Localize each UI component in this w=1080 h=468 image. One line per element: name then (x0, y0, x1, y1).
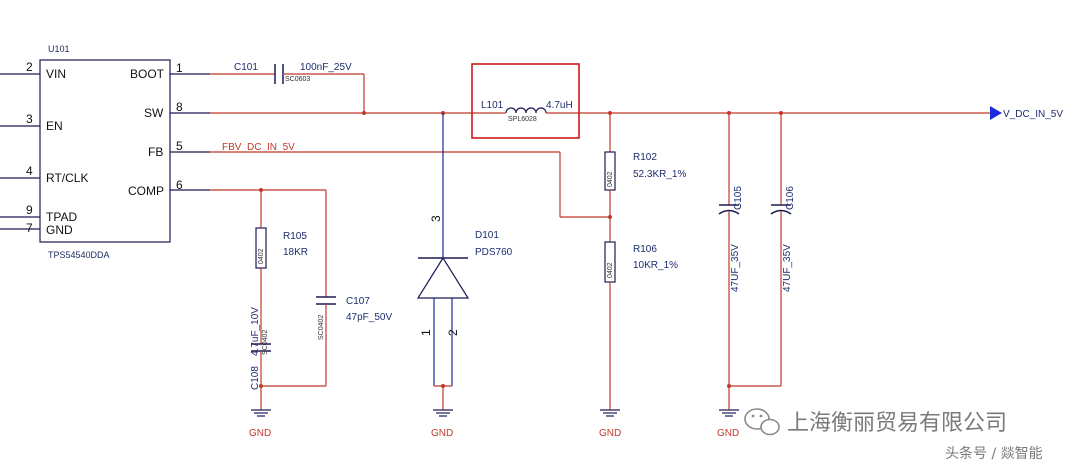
ground-symbol-diode: GND (431, 409, 453, 439)
output-caps-return (727, 384, 781, 410)
c101-value: 100nF_25V (300, 62, 352, 73)
r102-resistor: 0402 R102 52.3KR_1% (604, 113, 686, 242)
highlight-box (471, 63, 580, 139)
fb-net-label: FBV_DC_IN_5V (222, 142, 295, 153)
sw-net (210, 111, 500, 115)
pin-name-gnd: GND (46, 223, 73, 237)
watermark-source: 头条号 / 燚智能 (945, 445, 1043, 462)
r105-value: 18KR (283, 247, 308, 258)
pin-num-gnd: 7 (26, 221, 33, 235)
r106-resistor: 0402 R106 10KR_1% (604, 241, 678, 410)
c101-package: SC0603 (285, 76, 310, 83)
l101-package: SPL6028 (508, 116, 537, 123)
c105-ref: C105 (733, 186, 744, 210)
c108-value: 4.7uF_10V (250, 307, 261, 356)
r106-ref: R106 (633, 244, 657, 255)
pin-name-sw: SW (144, 106, 164, 120)
r106-value: 10KR_1% (633, 260, 678, 271)
c106-capacitor: C106 47UF_35V (770, 113, 796, 386)
r106-package: 0402 (607, 262, 614, 278)
l101-value: 4.7uH (546, 100, 573, 111)
gnd-label: GND (599, 428, 621, 439)
r105-ref: R105 (283, 231, 307, 242)
d101-pin3: 3 (429, 215, 443, 222)
c107-value: 47pF_50V (346, 312, 392, 323)
ic-ref: U101 (48, 44, 70, 54)
output-port-icon (990, 106, 1002, 120)
comp-network: 0402 R105 18KR SC0402 4.7uF_10V C108 SC0… (210, 188, 392, 410)
pin-num-boot: 1 (176, 61, 183, 75)
pin-num-en: 3 (26, 112, 33, 126)
pin-num-vin: 2 (26, 60, 33, 74)
watermark-company: 上海衡丽贸易有限公司 (787, 411, 1007, 436)
c101-ref: C101 (234, 62, 258, 73)
ic-body (39, 59, 171, 243)
d101-diode: D101 PDS760 3 1 2 (416, 113, 513, 410)
gnd-label: GND (431, 428, 453, 439)
l101-inductor: L101 4.7uH SPL6028 (471, 63, 1000, 139)
gnd-label: GND (249, 428, 271, 439)
c106-value: 47UF_35V (782, 244, 793, 292)
ic-u101: U101 TPS54540DDA 2 VIN 3 EN 4 RT/CLK 9 T… (0, 44, 210, 260)
r102-package: 0402 (607, 171, 614, 187)
pin-name-fb: FB (148, 145, 163, 159)
pin-name-comp: COMP (128, 184, 164, 198)
c105-value: 47UF_35V (730, 244, 741, 292)
c108-package: SC0402 (262, 330, 269, 355)
pin-num-rtclk: 4 (26, 164, 33, 178)
c101-net: C101 100nF_25V SC0603 (210, 62, 365, 113)
wechat-icon (744, 408, 780, 436)
ic-part: TPS54540DDA (48, 250, 110, 260)
pin-name-en: EN (46, 119, 63, 133)
pin-num-fb: 5 (176, 139, 183, 153)
d101-pin2: 2 (446, 329, 460, 336)
pin-name-boot: BOOT (130, 67, 165, 81)
pin-name-rtclk: RT/CLK (46, 171, 88, 185)
r105-package: 0402 (258, 248, 265, 264)
fb-net: FBV_DC_IN_5V (210, 142, 612, 219)
output-net-label: V_DC_IN_5V (1003, 109, 1063, 120)
d101-ref: D101 (475, 230, 499, 241)
c105-capacitor: C105 47UF_35V (718, 113, 744, 386)
pin-name-tpad: TPAD (46, 210, 77, 224)
pin-name-vin: VIN (46, 67, 66, 81)
watermark: 上海衡丽贸易有限公司 头条号 / 燚智能 (744, 408, 1043, 462)
pin-num-comp: 6 (176, 178, 183, 192)
l101-ref: L101 (481, 100, 504, 111)
pin-num-sw: 8 (176, 100, 183, 114)
c108-ref: C108 (250, 366, 261, 390)
ground-symbol-output: GND (717, 409, 739, 439)
r102-ref: R102 (633, 152, 657, 163)
d101-value: PDS760 (475, 247, 513, 258)
ground-symbol-comp: GND (249, 409, 271, 439)
pin-num-tpad: 9 (26, 203, 33, 217)
c107-ref: C107 (346, 296, 370, 307)
d101-pin1: 1 (419, 329, 433, 336)
gnd-label: GND (717, 428, 739, 439)
ground-symbol-divider: GND (599, 409, 621, 439)
c107-package: SC0402 (318, 315, 325, 340)
c106-ref: C106 (785, 186, 796, 210)
r102-value: 52.3KR_1% (633, 169, 686, 180)
